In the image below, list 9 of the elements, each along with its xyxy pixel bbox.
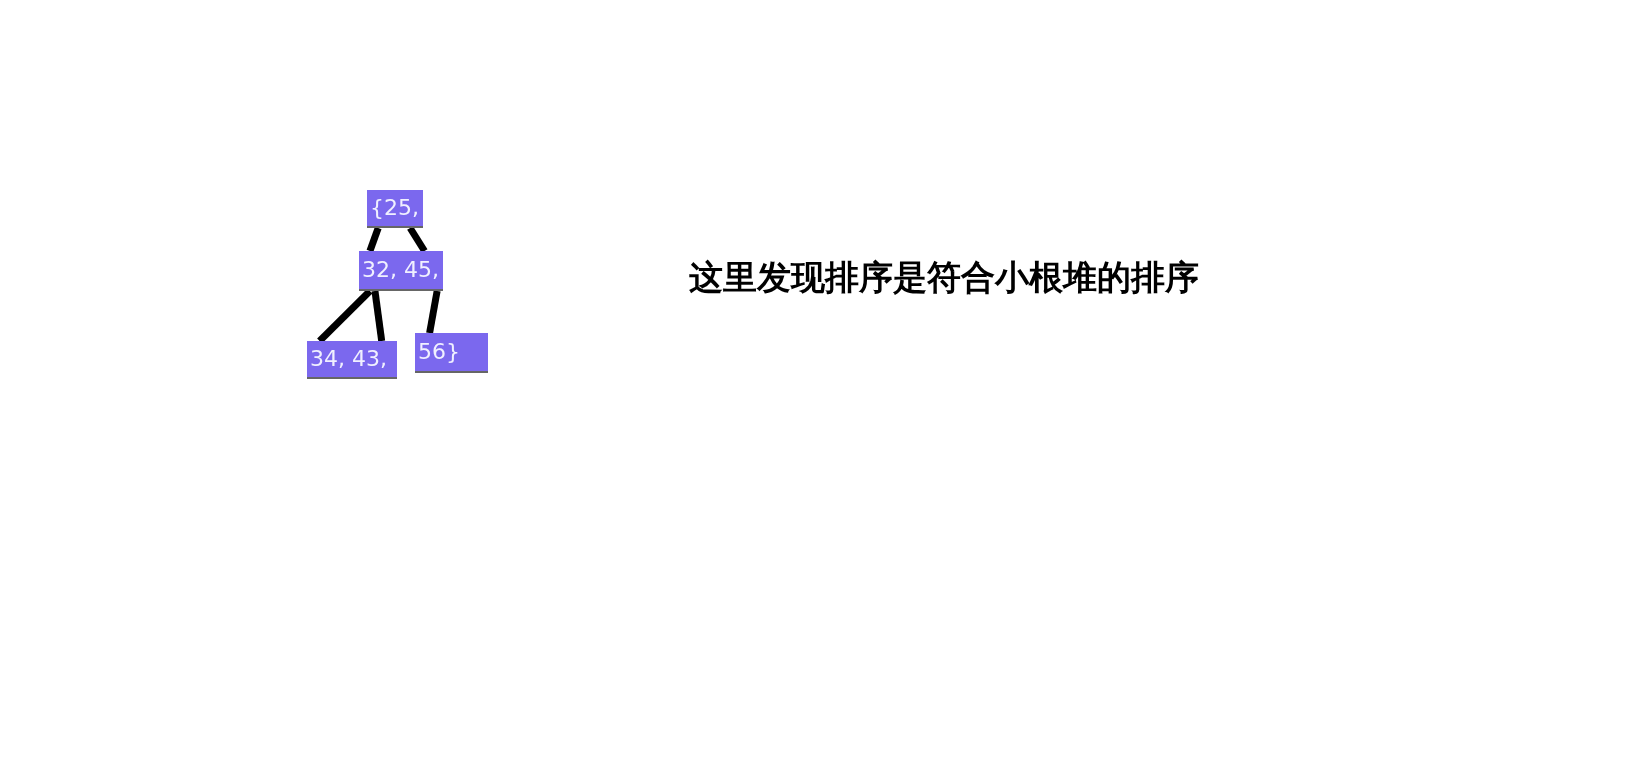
- tree-node-box: 56}: [415, 333, 488, 373]
- tree-node-box: 34, 43,: [307, 341, 397, 379]
- note-text: 这里发现排序是符合小根堆的排序: [689, 256, 1199, 299]
- connector-line: [366, 226, 382, 253]
- connector-line: [426, 290, 441, 334]
- tree-node-box: 32, 45,: [359, 251, 443, 291]
- tree-node-box: {25,: [367, 190, 423, 228]
- connector-line: [371, 290, 386, 342]
- connector-line: [407, 226, 428, 253]
